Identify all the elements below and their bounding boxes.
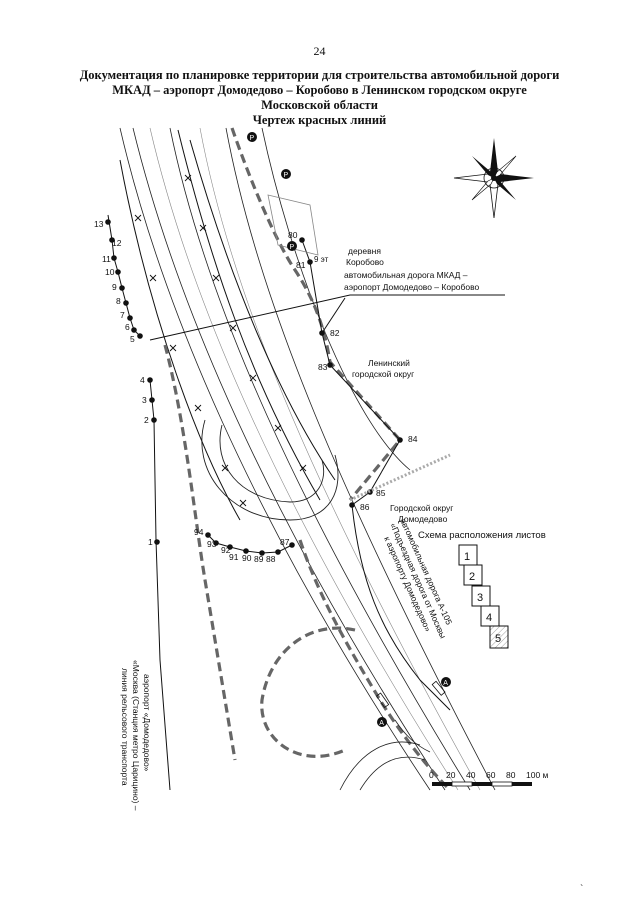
sheet-layout-scheme: Схема расположения листов 1 2 3 4 5 [418,530,546,649]
parking-icon [287,241,297,251]
point-label-93: 93 [207,539,217,549]
domodedovo-label-line-1: Городской округ [390,503,453,513]
point-label-87: 87 [280,537,290,547]
bus-stop-icon [377,717,387,727]
scale-tick-100: 100 м [526,770,549,780]
point-label-90: 90 [242,553,252,563]
motorway-lanes [119,127,496,791]
bottom-roads [339,719,431,791]
point-label-4: 4 [140,375,145,385]
building-floors-label: 9 эт [314,255,329,264]
point-label-13: 13 [94,219,104,229]
point-label-84: 84 [408,434,418,444]
title-line-1: Документация по планировке территории дл… [79,68,560,82]
point-label-82: 82 [330,328,340,338]
point-label-6: 6 [125,322,130,332]
footer-mark: ` [580,884,584,895]
parking-icon-label: P [284,172,289,179]
village-name-label: Коробово [346,257,384,267]
document-title: Документация по планировке территории дл… [40,68,599,128]
point-label-92: 92 [221,545,231,555]
parking-icon-label: P [250,135,255,142]
point-label-2: 2 [144,415,149,425]
point-label-7: 7 [120,310,125,320]
bus-stop-icon-label: A [379,720,384,727]
loop-ramp [201,419,339,521]
point-label-3: 3 [142,395,147,405]
point-label-11: 11 [102,254,111,264]
point-label-1: 1 [148,537,153,547]
district-label-line-1: Ленинский [368,358,410,368]
domodedovo-label-line-2: Домодедово [398,514,448,524]
point-label-8: 8 [116,296,121,306]
point-label-12: 12 [112,238,122,248]
point-label-81: 81 [296,260,306,270]
point-label-91: 91 [229,552,239,562]
title-line-4: Чертеж красных линий [252,113,387,127]
rail-label-line-1: линия рельсового транспорта [120,668,130,786]
sheet-3-number: 3 [477,592,483,604]
building: 9 эт [267,194,329,264]
sheet-2-box [463,564,483,586]
sheet-2-number: 2 [469,571,475,583]
district-border [349,453,451,502]
point-label-83: 83 [318,362,328,372]
road-label-line-2: аэропорт Домодедово – Коробово [344,282,480,292]
sheet-1-number: 1 [464,551,470,563]
sheet-5-number: 5 [495,633,501,645]
point-label-85: 85 [376,488,386,498]
scale-tick-60: 60 [486,770,496,780]
scale-bar: 0 20 40 60 80 100 м [429,770,549,787]
point-labels: 13 12 11 10 9 8 7 6 5 4 3 2 1 80 81 82 8… [94,219,418,564]
point-label-94: 94 [194,527,204,537]
scale-tick-80: 80 [506,770,516,780]
sheet-4-number: 4 [486,612,492,624]
scheme-title: Схема расположения листов [418,530,546,541]
district-label-line-2: городской округ [352,369,414,379]
bus-stop-symbols: A A [375,677,451,727]
title-line-3: Московской области [261,98,378,112]
parking-icon [247,132,257,142]
sheet-5-box [489,625,509,649]
compass-rose-icon [453,138,534,219]
scale-tick-40: 40 [466,770,476,780]
point-label-86: 86 [360,502,370,512]
point-label-80: 80 [288,230,298,240]
point-label-88: 88 [266,554,276,564]
map-labels: деревня Коробово автомобильная дорога МК… [344,246,480,524]
page-number: 24 [313,44,326,58]
parking-symbols: P P P [247,132,297,251]
rail-label: линия рельсового транспорта «Москва (Ста… [120,660,152,811]
rail-label-line-2: «Москва (Станция метро Царицино) – [131,660,141,811]
point-label-89: 89 [254,554,264,564]
point-label-5: 5 [130,334,135,344]
scale-tick-0: 0 [429,770,434,780]
fence-marks [134,174,307,507]
title-line-2: МКАД – аэропорт Домодедово – Коробово в … [112,83,527,97]
scale-tick-20: 20 [446,770,456,780]
red-line-boundary [163,127,452,792]
point-label-9: 9 [112,282,117,292]
bus-stop-icon-label: A [443,680,448,687]
fence-lines [119,129,336,521]
parking-icon-label: P [290,244,295,251]
parking-icon [281,169,291,179]
road-label-line-1: автомобильная дорога МКАД – [344,270,468,280]
bus-stop-icon [441,677,451,687]
point-label-10: 10 [105,267,115,277]
village-label: деревня [348,246,381,256]
rail-label-line-3: аэропорт «Домодедово» [142,674,152,772]
